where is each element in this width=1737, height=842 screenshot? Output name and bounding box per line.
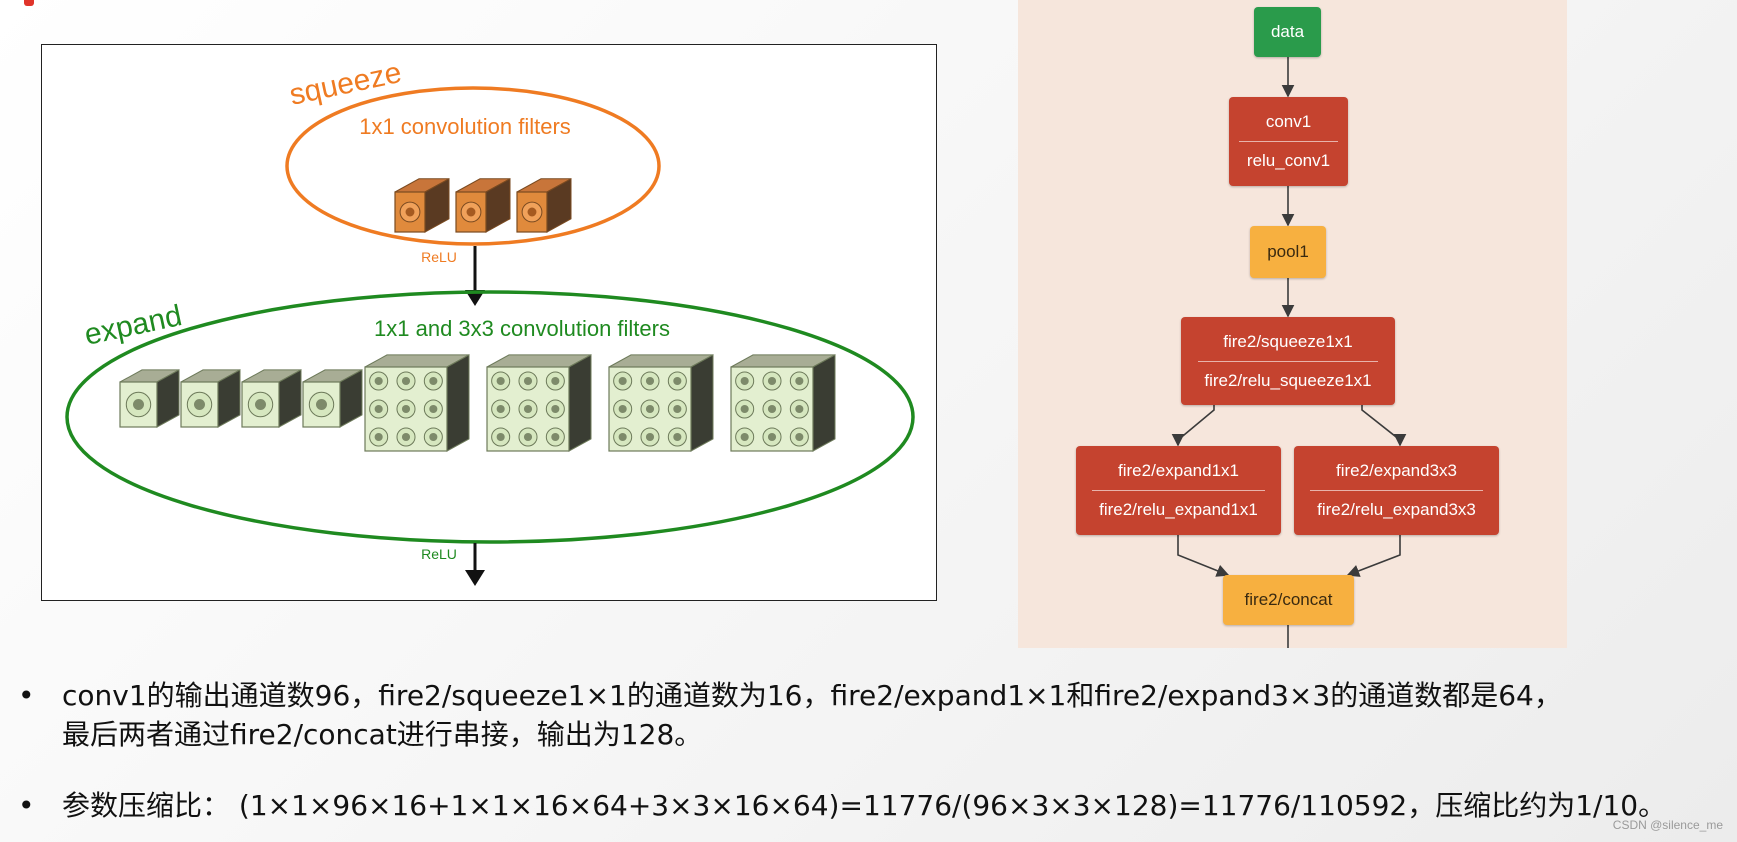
expand-filter-3x3 — [608, 354, 714, 452]
node-expand3-label: fire2/expand3x3 — [1336, 461, 1457, 480]
bullet-text-line1: conv1的输出通道数96，fire2/squeeze1×1的通道数为16，fi… — [62, 679, 1562, 712]
expand-filter-1x1 — [180, 369, 241, 428]
network-graph: data conv1 relu_conv1 pool1 fire2/squeez… — [1018, 0, 1567, 648]
slide-accent-mark — [24, 0, 34, 6]
expand-filter-3x3 — [730, 354, 836, 452]
node-fire2-concat[interactable]: fire2/concat — [1223, 575, 1354, 625]
edge-expand1-concat — [1177, 535, 1230, 577]
expand-filter-1x1 — [241, 369, 302, 428]
expand-filter-3x3 — [486, 354, 592, 452]
bullet-text-compression: 参数压缩比： (1×1×96×16+1×1×16×64+3×3×16×64)=1… — [62, 789, 1667, 822]
squeeze-caption: 1x1 convolution filters — [359, 114, 571, 139]
edge-squeeze-expand3 — [1361, 405, 1407, 447]
expand-filter-1x1 — [302, 369, 363, 428]
node-pool1-label: pool1 — [1267, 242, 1309, 261]
watermark: CSDN @silence_me — [1612, 818, 1723, 832]
node-conv1[interactable]: conv1 relu_conv1 — [1229, 97, 1348, 186]
relu-label-top: ReLU — [421, 249, 457, 265]
squeeze-label: squeeze — [287, 56, 405, 112]
node-concat-label: fire2/concat — [1244, 590, 1333, 609]
bullet-text-line2: 最后两者通过fire2/concat进行串接，输出为128。 — [62, 718, 703, 751]
node-squeeze-label: fire2/squeeze1x1 — [1223, 331, 1353, 351]
expand-caption: 1x1 and 3x3 convolution filters — [374, 316, 670, 341]
node-data-label: data — [1270, 22, 1305, 41]
edge-expand3-concat — [1346, 535, 1401, 577]
bullet-list: • conv1的输出通道数96，fire2/squeeze1×1的通道数为16，… — [18, 676, 1728, 825]
expand-label: expand — [82, 299, 185, 352]
relu-arrowhead-top — [465, 290, 485, 306]
bullet-item-compression: • 参数压缩比： (1×1×96×16+1×1×16×64+3×3×16×64)… — [18, 786, 1728, 825]
expand-ellipse — [65, 290, 915, 544]
relu-label-bottom: ReLU — [421, 546, 457, 562]
fire-module-svg: squeeze 1x1 convolution filters ReLU exp… — [65, 56, 915, 586]
expand-filters — [119, 354, 836, 452]
expand-filter-3x3 — [364, 354, 470, 452]
node-expand1-label: fire2/expand1x1 — [1118, 461, 1239, 480]
node-relu-conv1-label: relu_conv1 — [1246, 151, 1331, 170]
node-conv1-label: conv1 — [1265, 112, 1312, 131]
node-relu-expand1-label: fire2/relu_expand1x1 — [1099, 500, 1258, 519]
node-separator — [1310, 490, 1483, 491]
graph-edges — [1171, 57, 1407, 648]
edge-squeeze-expand1 — [1171, 405, 1215, 447]
expand-filter-1x1 — [119, 369, 180, 428]
node-data[interactable]: data — [1254, 7, 1321, 57]
squeeze-filter — [455, 177, 511, 233]
node-separator — [1198, 360, 1378, 362]
node-fire2-expand1x1[interactable]: fire2/expand1x1 fire2/relu_expand1x1 — [1076, 446, 1281, 535]
bullet-marker: • — [18, 679, 35, 712]
squeeze-ellipse — [285, 86, 661, 246]
node-relu-squeeze-label: fire2/relu_squeeze1x1 — [1204, 370, 1372, 390]
node-relu-expand3-label: fire2/relu_expand3x3 — [1317, 500, 1476, 519]
fire-module-diagram: squeeze 1x1 convolution filters ReLU exp… — [41, 44, 937, 601]
squeeze-filter — [394, 177, 450, 233]
node-pool1[interactable]: pool1 — [1250, 226, 1326, 278]
node-fire2-squeeze[interactable]: fire2/squeeze1x1 fire2/relu_squeeze1x1 — [1181, 317, 1395, 405]
relu-arrowhead-bottom — [465, 570, 485, 586]
bullet-marker: • — [18, 789, 35, 822]
squeeze-filter — [516, 177, 572, 233]
node-separator — [1238, 141, 1339, 142]
squeeze-filters — [394, 177, 572, 233]
node-separator — [1092, 490, 1265, 491]
node-fire2-expand3x3[interactable]: fire2/expand3x3 fire2/relu_expand3x3 — [1294, 446, 1499, 535]
bullet-item-channels: • conv1的输出通道数96，fire2/squeeze1×1的通道数为16，… — [18, 676, 1728, 754]
